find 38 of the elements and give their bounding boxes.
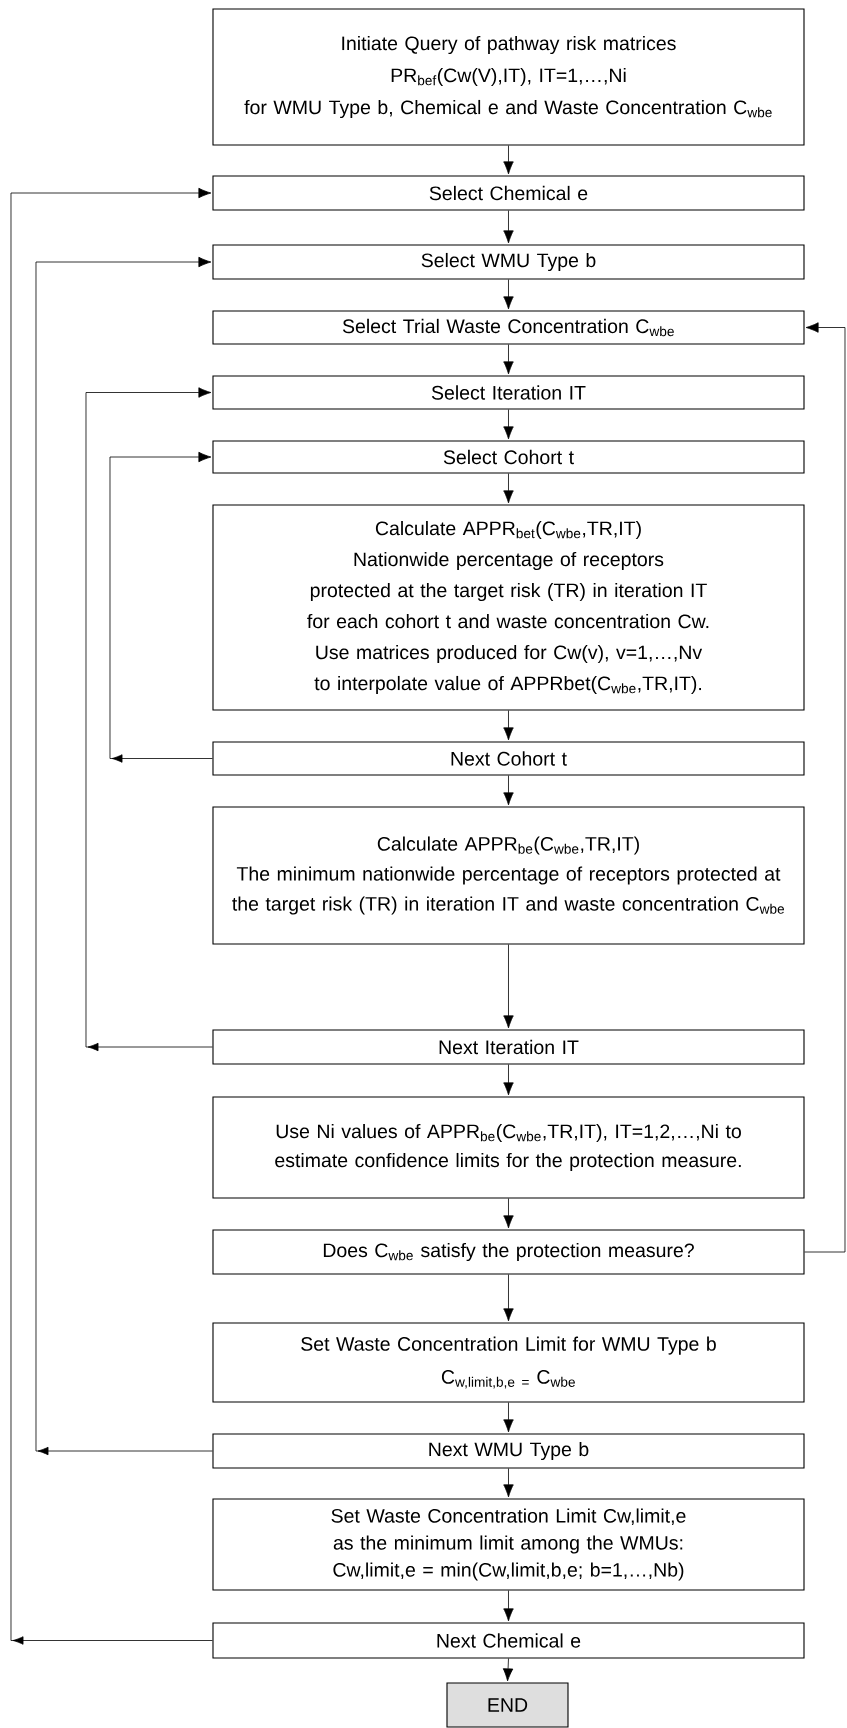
arrow bbox=[503, 1274, 514, 1322]
arrow bbox=[503, 145, 514, 175]
process-box: Calculate APPR$_{bet}$(C$_{wbe}$,TR,IT) Nationwide percentage of receptors protected at the target risk (TR) in iteration IT for each cohort t and waste concentration Cw. Use matrices produced for Cw(v), v=1,…,Nv to interpolate value of APPRbet(C$_{wbe}$,TR,IT). bbox=[212, 504, 805, 711]
arrow bbox=[503, 944, 514, 1029]
process-box: Next Chemical e bbox=[212, 1622, 805, 1659]
process-box: Use Ni values of APPR$_{be}$(C$_{wbe}$,TR,IT), IT=1,2,…,Ni to estimate confidence limits for the protection measure. bbox=[212, 1096, 805, 1199]
end-box: END bbox=[446, 1682, 569, 1728]
arrow bbox=[503, 279, 514, 310]
process-box: Does C$_{wbe}$ satisfy the protection measure? bbox=[212, 1229, 805, 1275]
process-box: Calculate APPR$_{be}$(C$_{wbe}$,TR,IT) The minimum nationwide percentage of receptors protected at the target risk (TR) in iteration IT and waste concentration C$_{wbe}$ bbox=[212, 806, 805, 945]
arrow bbox=[503, 344, 514, 375]
process-box: Initiate Query of pathway risk matrices PR$_{bef}$(Cw(V),IT), IT=1,…,Ni for WMU Type b, Chemical e and Waste Concentration C$_{wbe}$ bbox=[212, 8, 805, 146]
arrow bbox=[35, 256, 213, 1456]
arrow bbox=[503, 210, 514, 244]
arrow bbox=[10, 187, 213, 1645]
arrow bbox=[503, 1198, 514, 1229]
process-box: Next Cohort t bbox=[212, 741, 805, 776]
process-box: Select Trial Waste Concentration C$_{wbe}$ bbox=[212, 310, 805, 345]
process-box: Select Cohort t bbox=[212, 440, 805, 474]
process-box: Set Waste Concentration Limit Cw,limit,e as the minimum limit among the WMUs: Cw,limit,e = min(Cw,limit,b,e; b=1,…,Nb) bbox=[212, 1498, 805, 1591]
arrow bbox=[804, 322, 846, 1253]
process-box: Set Waste Concentration Limit for WMU Type b C$_{w,limit,b,e =}$ C$_{wbe}$ bbox=[212, 1322, 805, 1403]
arrow bbox=[503, 775, 514, 806]
arrow bbox=[503, 710, 514, 741]
process-box: Select WMU Type b bbox=[212, 244, 805, 280]
arrow bbox=[503, 1402, 514, 1433]
process-box: Select Chemical e bbox=[212, 175, 805, 211]
arrow bbox=[503, 1064, 514, 1096]
process-box: Select Iteration IT bbox=[212, 375, 805, 410]
arrow bbox=[503, 473, 514, 504]
arrow bbox=[503, 1590, 514, 1622]
arrow bbox=[109, 451, 213, 763]
process-box: Next Iteration IT bbox=[212, 1029, 805, 1065]
process-box: Next WMU Type b bbox=[212, 1433, 805, 1469]
arrow bbox=[503, 409, 514, 440]
arrow bbox=[503, 1468, 514, 1498]
arrow bbox=[85, 387, 213, 1052]
arrow bbox=[502, 1658, 514, 1682]
